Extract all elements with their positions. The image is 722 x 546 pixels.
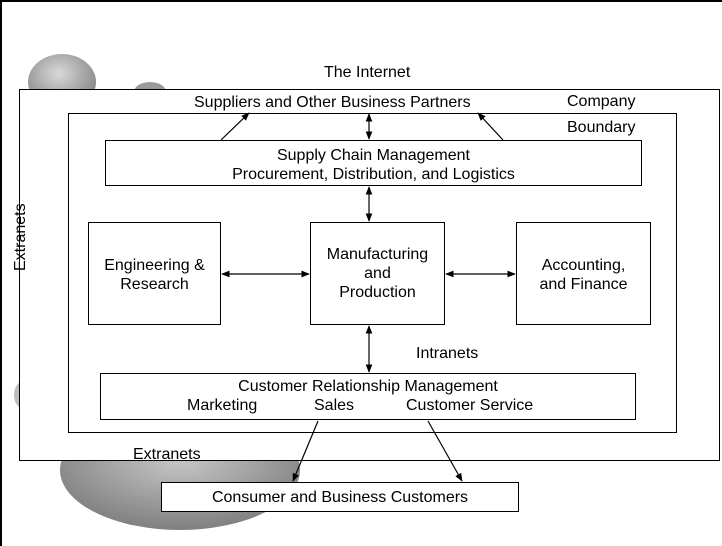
supply-chain-box: Supply Chain Management Procurement, Dis… xyxy=(105,140,642,186)
manufacturing-label-line1: Manufacturing xyxy=(326,246,429,263)
customers-box: Consumer and Business Customers xyxy=(161,482,519,512)
extranets-bottom-label: Extranets xyxy=(133,446,201,463)
intranets-label: Intranets xyxy=(416,345,479,362)
arrow-supply-to-suppliers-left xyxy=(220,112,250,141)
crm-title: Customer Relationship Management xyxy=(238,378,498,395)
crm-box: Customer Relationship Management Marketi… xyxy=(100,373,636,420)
engineering-box: Engineering & Research xyxy=(88,222,221,325)
internet-label: The Internet xyxy=(324,64,411,81)
manufacturing-label-line3: Production xyxy=(339,284,416,301)
manufacturing-box: Manufacturing and Production xyxy=(310,222,445,325)
arrow-crm-to-customers-left xyxy=(292,420,319,482)
boundary-label: Boundary xyxy=(567,119,636,136)
engineering-label-line2: Research xyxy=(120,276,189,293)
crm-service-label: Customer Service xyxy=(406,397,534,414)
accounting-box: Accounting, and Finance xyxy=(516,222,651,325)
arrow-crm-to-customers-right xyxy=(427,420,463,482)
company-label: Company xyxy=(567,93,636,110)
supply-chain-title: Supply Chain Management xyxy=(276,147,470,164)
engineering-label-line1: Engineering & xyxy=(104,257,205,274)
arrow-supply-to-suppliers-right xyxy=(477,112,504,141)
crm-sales-label: Sales xyxy=(314,397,355,414)
accounting-label-line1: Accounting, xyxy=(541,257,626,274)
accounting-label-line2: and Finance xyxy=(539,276,628,293)
suppliers-label: Suppliers and Other Business Partners xyxy=(194,94,471,111)
manufacturing-label-line2: and xyxy=(364,265,391,282)
customers-label: Consumer and Business Customers xyxy=(211,489,469,506)
crm-marketing-label: Marketing xyxy=(187,397,258,414)
supply-chain-subtitle: Procurement, Distribution, and Logistics xyxy=(232,166,515,183)
